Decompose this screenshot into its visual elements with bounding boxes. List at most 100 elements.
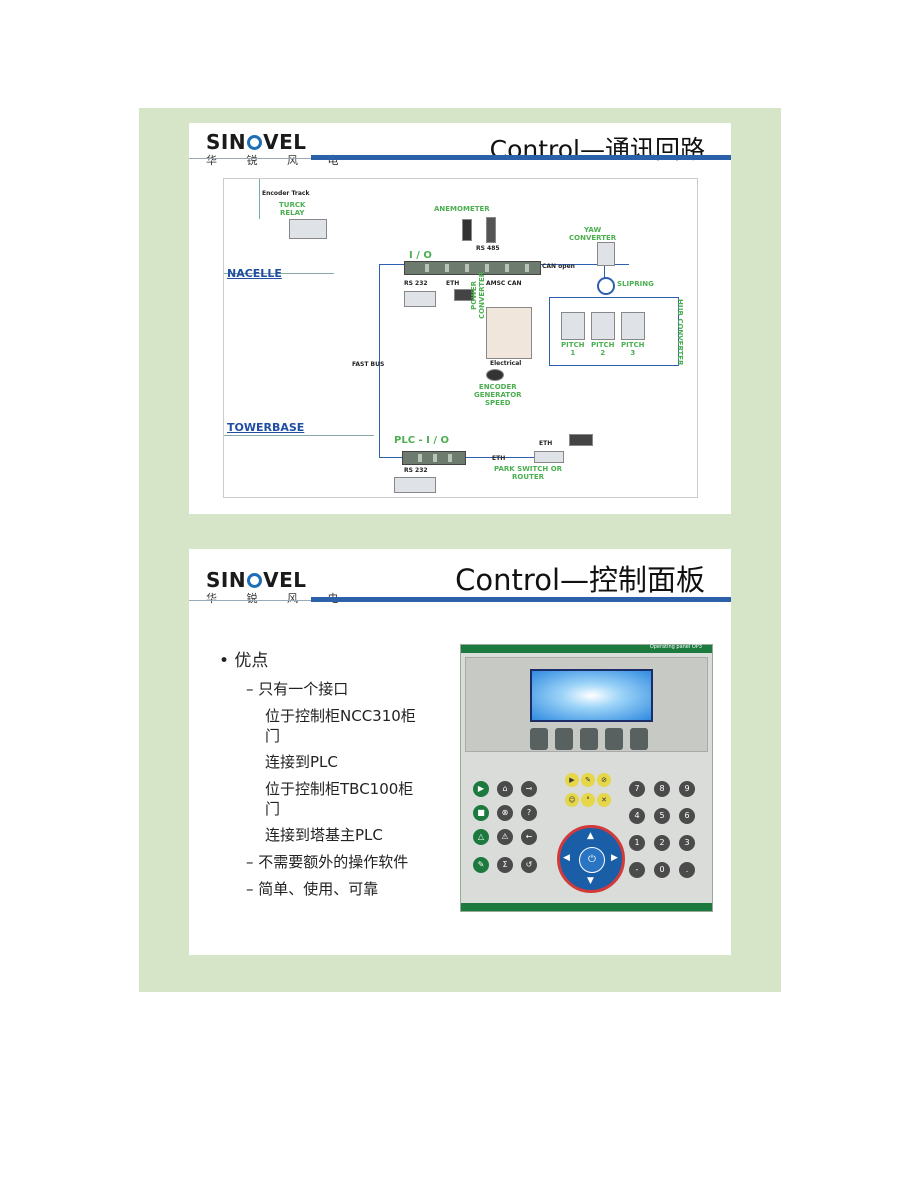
- fan-yellow-key-icon: ✕: [597, 793, 611, 807]
- bullet-connect-main-plc: 连接到塔基主PLC: [265, 826, 383, 844]
- numpad-key: 4: [629, 808, 645, 824]
- start-key-icon: ▶: [473, 781, 489, 797]
- panel-display-area: [465, 657, 708, 752]
- eth-line-label: ETH: [492, 455, 506, 462]
- title-rule: [311, 155, 731, 160]
- tool-yellow-key-icon: ✎: [581, 773, 595, 787]
- numpad-key: .: [679, 862, 695, 878]
- title-rule: [311, 597, 731, 602]
- pitch2-label: PITCH 2: [591, 341, 615, 357]
- park-switch-device: [534, 451, 564, 463]
- softkey-1: [530, 728, 548, 750]
- nav-up-icon: ▲: [587, 831, 594, 841]
- alarm-key-icon: ⚠: [497, 829, 513, 845]
- back-key-icon: ←: [521, 829, 537, 845]
- logo-o-ring-icon: [247, 573, 263, 588]
- rs232-label: RS 232: [404, 280, 428, 287]
- bullet-connect-plc: 连接到PLC: [265, 753, 338, 771]
- power-converter-device: [486, 307, 532, 359]
- eth-line: [464, 457, 534, 458]
- io-label: I / O: [409, 250, 432, 261]
- sensor-device: [486, 217, 496, 243]
- logo-subtitle: 华 锐 风 电: [206, 154, 352, 167]
- laptop-device: [454, 289, 474, 301]
- title-rule-thin: [189, 158, 311, 159]
- encoder-device: [486, 369, 504, 381]
- warning-key-icon: △: [473, 829, 489, 845]
- nacelle-divider: [224, 273, 334, 274]
- park-switch-label: PARK SWITCH OR ROUTER: [494, 465, 563, 481]
- bullet-ncc310: 位于控制柜NCC310柜: [265, 707, 416, 725]
- bullet-tbc100: 位于控制柜TBC100柜: [265, 780, 414, 798]
- slipring-label: SLIPRING: [617, 280, 654, 288]
- slide-title: Control—控制面板: [455, 563, 705, 597]
- person-yellow-key-icon: ☺: [565, 793, 579, 807]
- numpad-key: 1: [629, 835, 645, 851]
- bullet-ncc310-door: 门: [265, 727, 281, 745]
- fast-bus-label: FAST BUS: [352, 361, 385, 368]
- fast-bus-bottom-line: [379, 457, 404, 458]
- nacelle-zone-label: NACELLE: [227, 267, 282, 280]
- electrical-label: Electrical: [490, 360, 522, 367]
- network-diagram: Encoder Track TURCK RELAY ANEMOMETER RS …: [223, 178, 698, 498]
- softkey-3: [580, 728, 598, 750]
- plc-rack: [402, 451, 466, 465]
- numpad-key: 5: [654, 808, 670, 824]
- encoder-speed-label: ENCODER GENERATOR SPEED: [474, 383, 522, 407]
- pitch1-device: [561, 312, 585, 340]
- nav-down-icon: ▼: [587, 876, 594, 886]
- anemometer-device: [462, 219, 472, 241]
- bullet-tbc100-door: 门: [265, 800, 281, 818]
- numpad-key: -: [629, 862, 645, 878]
- softkey-5: [630, 728, 648, 750]
- softkey-4: [605, 728, 623, 750]
- numpad-key: 0: [654, 862, 670, 878]
- panel-bottom-bar: [461, 903, 712, 911]
- numpad-key: 7: [629, 781, 645, 797]
- panel-top-bar: Operating panel OP3: [461, 644, 712, 653]
- logo-o-ring-icon: [247, 135, 263, 150]
- temp-yellow-key-icon: °: [581, 793, 595, 807]
- bottom-terminal-device: [394, 477, 436, 493]
- plc-io-label: PLC - I / O: [394, 435, 449, 446]
- numpad-key: 8: [654, 781, 670, 797]
- cancel-key-icon: ⊗: [497, 805, 513, 821]
- reset-key-icon: ↺: [521, 857, 537, 873]
- bullet-single-interface: – 只有一个接口: [246, 680, 349, 698]
- encoder-track-line: [259, 179, 260, 219]
- eth-label: ETH: [446, 280, 460, 287]
- anemometer-label: ANEMOMETER: [434, 205, 490, 213]
- bullet-simple-reliable: – 简单、使用、可靠: [246, 880, 379, 898]
- rs485-label: RS 485: [476, 245, 500, 252]
- logo-subtitle: 华 锐 风 电: [206, 592, 352, 605]
- key-icon: ⊸: [521, 781, 537, 797]
- service-key-icon: ✎: [473, 857, 489, 873]
- encoder-track-label: Encoder Track: [262, 190, 310, 197]
- panel-label: Operating panel OP3: [649, 644, 702, 650]
- run-yellow-key-icon: ▶: [565, 773, 579, 787]
- nav-right-icon: ▶: [611, 853, 618, 863]
- numpad-key: 6: [679, 808, 695, 824]
- turck-relay-label: TURCK RELAY: [279, 201, 306, 217]
- stop-yellow-key-icon: ⊘: [597, 773, 611, 787]
- help-key-icon: ?: [521, 805, 537, 821]
- softkey-2: [555, 728, 573, 750]
- pitch2-device: [591, 312, 615, 340]
- terminal-device: [404, 291, 436, 307]
- slipring-icon: [597, 277, 615, 295]
- power-key-icon: ⏻: [579, 847, 605, 873]
- router-laptop-device: [569, 434, 593, 446]
- slide-title: Control—通讯回路: [489, 135, 705, 164]
- stop-key-icon: ■: [473, 805, 489, 821]
- towerbase-zone-label: TOWERBASE: [227, 421, 305, 434]
- fast-bus-line: [379, 264, 380, 457]
- sum-key-icon: Σ: [497, 857, 513, 873]
- title-rule-thin: [189, 600, 311, 601]
- can-open-label: CAN open: [542, 263, 575, 270]
- pitch3-device: [621, 312, 645, 340]
- panel-lcd-screen: [530, 669, 653, 722]
- pitch3-label: PITCH 3: [621, 341, 645, 357]
